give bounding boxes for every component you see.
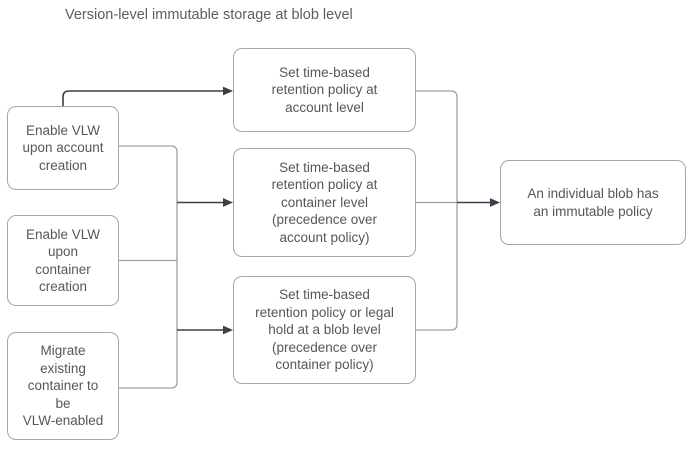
arrow-l1-to-m1 — [62, 90, 223, 106]
node-retention-blob-label: Set time-based retention policy or legal… — [255, 287, 394, 373]
node-enable-vlw-container-label: Enable VLW upon container creation — [25, 226, 101, 295]
node-enable-vlw-account: Enable VLW upon account creation — [7, 106, 119, 190]
arrowhead-m1 — [223, 86, 233, 96]
node-enable-vlw-container: Enable VLW upon container creation — [7, 215, 119, 306]
node-blob-immutable-policy-label: An individual blob has an immutable poli… — [527, 186, 659, 219]
arrowhead-m2 — [223, 198, 233, 207]
connector-left-trunk — [119, 145, 178, 389]
node-retention-account-label: Set time-based retention policy at accou… — [271, 64, 378, 115]
node-retention-blob: Set time-based retention policy or legal… — [233, 276, 416, 384]
connector-right-trunk — [416, 90, 458, 331]
node-migrate-container: Migrate existing container to be VLW-ena… — [7, 332, 119, 440]
node-retention-container-label: Set time-based retention policy at conta… — [271, 159, 378, 245]
node-retention-container: Set time-based retention policy at conta… — [233, 148, 416, 257]
node-enable-vlw-account-label: Enable VLW upon account creation — [22, 122, 104, 173]
node-migrate-container-label: Migrate existing container to be VLW-ena… — [22, 343, 104, 429]
node-blob-immutable-policy: An individual blob has an immutable poli… — [500, 160, 686, 245]
node-retention-account: Set time-based retention policy at accou… — [233, 48, 416, 132]
arrowhead-r1 — [490, 198, 500, 207]
arrowhead-m3 — [223, 325, 233, 335]
diagram-title: Version-level immutable storage at blob … — [65, 7, 353, 23]
